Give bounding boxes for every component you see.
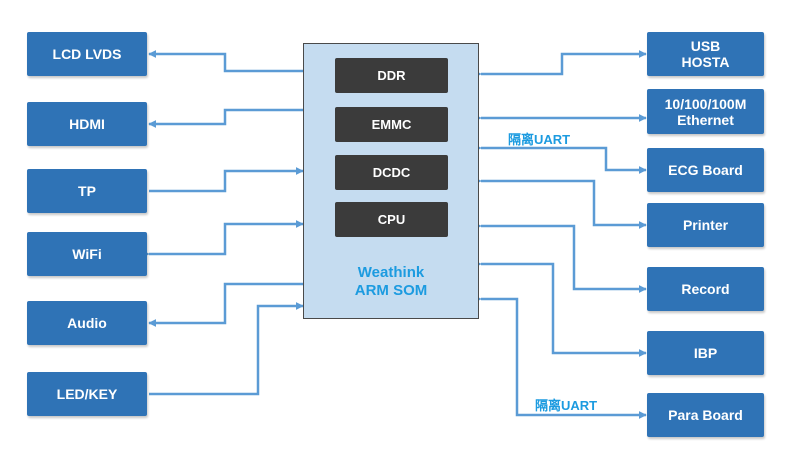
module-audio: Audio [27, 301, 147, 345]
chip-ddr: DDR [335, 58, 448, 93]
module-record: Record [647, 267, 764, 311]
arrow-para [473, 295, 647, 419]
som-title: Weathink ARM SOM [304, 264, 478, 300]
module-label: HDMI [69, 116, 105, 132]
arrow-lcd-lvds [148, 50, 303, 73]
chip-cpu: CPU [335, 202, 448, 237]
module-led-key: LED/KEY [27, 372, 147, 416]
arrow-hdmi [148, 108, 303, 128]
chip-dcdc: DCDC [335, 155, 448, 190]
module-label-line2: HOSTA [681, 54, 730, 70]
module-label: TP [78, 183, 96, 199]
arrow-record [473, 222, 647, 293]
arrow-tp [149, 167, 304, 193]
chip-emmc: EMMC [335, 107, 448, 142]
module-printer: Printer [647, 203, 764, 247]
arrow-led-key [149, 302, 304, 396]
arrow-ecg [473, 144, 647, 174]
module-label: Printer [682, 217, 729, 233]
module-label: Audio [67, 315, 107, 331]
arrow-usb [473, 50, 647, 78]
isolated-uart-para-label: 隔离UART [535, 398, 598, 413]
module-label: WiFi [72, 246, 102, 262]
som-title-line2: ARM SOM [354, 282, 428, 299]
isolated-uart-ecg-label: 隔离UART [508, 132, 571, 147]
module-wifi: WiFi [27, 232, 147, 276]
arrow-printer [473, 177, 647, 229]
som-title-line1: Weathink [357, 264, 425, 281]
module-label: LED/KEY [56, 386, 118, 402]
arrow-wifi [141, 220, 304, 258]
module-tp: TP [27, 169, 147, 213]
module-lcd-lvds: LCD LVDS [27, 32, 147, 76]
module-label-line2: Ethernet [677, 111, 734, 128]
module-label: Para Board [668, 407, 743, 423]
module-label: Record [681, 281, 730, 297]
module-label: ECG Board [668, 162, 743, 178]
module-ibp: IBP [647, 331, 764, 375]
module-label: LCD LVDS [52, 46, 122, 62]
module-label: IBP [693, 345, 718, 361]
module-para-board: Para Board [647, 393, 764, 437]
module-ecg-board: ECG Board [647, 148, 764, 192]
module-hdmi: HDMI [27, 102, 147, 146]
arrow-audio [148, 280, 311, 327]
module-label-line1: USB [690, 38, 721, 54]
arrow-ibp [473, 260, 647, 357]
arm-som-block: DDR EMMC DCDC CPU Weathink ARM SOM [303, 43, 479, 319]
module-label-line1: 10/100/100M [664, 95, 747, 112]
